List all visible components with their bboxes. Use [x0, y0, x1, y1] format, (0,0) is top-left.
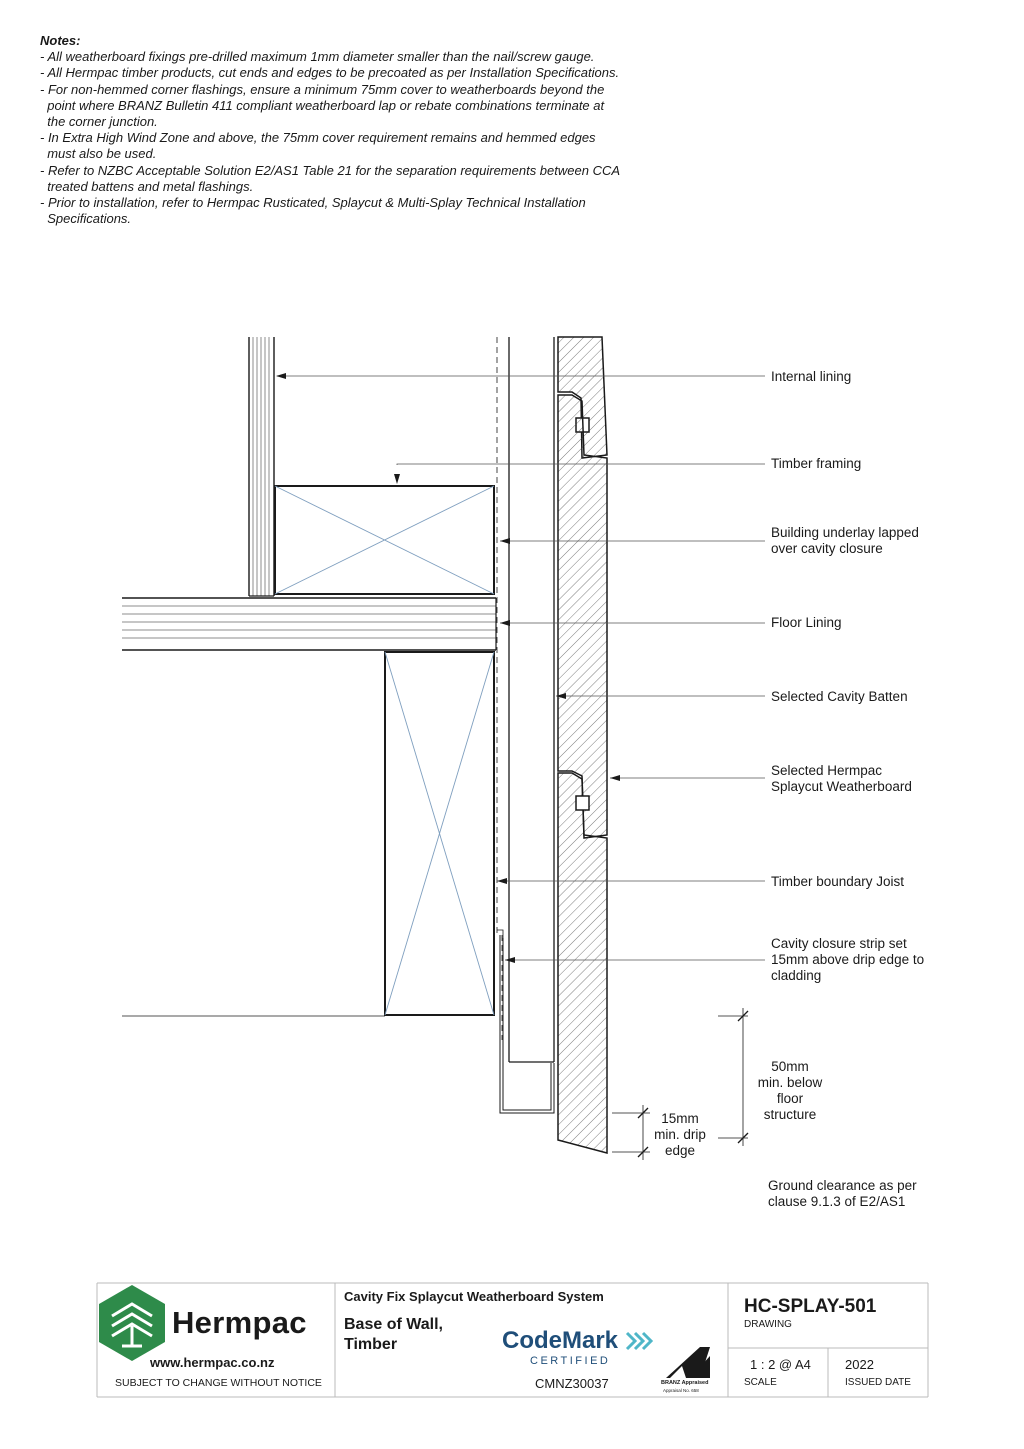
weatherboard-middle: [557, 394, 608, 839]
cavity-batten: [508, 337, 555, 1063]
branz-appraised-text: BRANZ Appraised: [661, 1380, 709, 1386]
dimension-15mm: [612, 1105, 650, 1160]
drawing-title-line2: Timber: [344, 1336, 398, 1353]
label-dim15-line1: 15mm: [661, 1111, 699, 1126]
label-boundary-joist: Timber boundary Joist: [771, 874, 904, 889]
label-closure-line2: 15mm above drip edge to: [771, 952, 924, 967]
drawing-title-line1: Base of Wall,: [344, 1316, 443, 1333]
label-closure-line1: Cavity closure strip set: [771, 936, 907, 951]
codemark-logo: CodeMark: [502, 1327, 619, 1354]
label-ground-line2: clause 9.1.3 of E2/AS1: [768, 1194, 905, 1209]
brand-name: Hermpac: [172, 1305, 307, 1340]
label-dim50-line1: 50mm: [771, 1059, 809, 1074]
drawing-number: HC-SPLAY-501: [744, 1296, 877, 1317]
note-line: the corner junction.: [40, 114, 158, 130]
note-line: - For non-hemmed corner flashings, ensur…: [40, 81, 605, 97]
notes-block: Notes: - All weatherboard fixings pre-dr…: [40, 33, 740, 227]
system-name: Cavity Fix Splaycut Weatherboard System: [344, 1289, 604, 1304]
label-dim50-line4: structure: [764, 1107, 817, 1122]
label-ground-line1: Ground clearance as per: [768, 1178, 917, 1193]
cavity-closure-strip: [499, 935, 555, 1114]
note-line: treated battens and metal flashings.: [40, 178, 254, 194]
label-dim15-line2: min. drip: [654, 1127, 706, 1142]
label-weatherboard-line2: Splaycut Weatherboard: [771, 779, 912, 794]
note-line: - Prior to installation, refer to Hermpa…: [40, 195, 586, 211]
note-line: - In Extra High Wind Zone and above, the…: [40, 130, 596, 146]
codemark-certified: CERTIFIED: [530, 1355, 611, 1367]
scale-label: SCALE: [744, 1377, 777, 1388]
hermpac-logo-icon: [99, 1285, 165, 1361]
timber-framing: [274, 485, 495, 595]
label-dim50-line3: floor: [777, 1091, 804, 1106]
issued-date-value: 2022: [845, 1357, 874, 1372]
scale-value: 1 : 2 @ A4: [750, 1357, 811, 1372]
timber-boundary-joist: [384, 651, 495, 1016]
codemark-cert-number: CMNZ30037: [535, 1376, 609, 1391]
title-block-frame: [96, 1282, 929, 1398]
note-line: Specifications.: [40, 211, 132, 227]
label-weatherboard-line1: Selected Hermpac: [771, 763, 882, 778]
note-line: must also be used.: [40, 146, 157, 162]
dimension-50mm: [718, 1008, 749, 1146]
label-dim15-line3: edge: [665, 1143, 695, 1158]
label-internal-lining: Internal lining: [771, 369, 851, 384]
website-link[interactable]: www.hermpac.co.nz: [150, 1355, 275, 1370]
disclaimer-text: SUBJECT TO CHANGE WITHOUT NOTICE: [115, 1377, 322, 1389]
label-floor-lining: Floor Lining: [771, 615, 842, 630]
branz-appraisal-number: Appraisal No. 658: [663, 1388, 699, 1393]
label-underlay-line1: Building underlay lapped: [771, 525, 919, 540]
building-underlay: [496, 337, 504, 1040]
label-timber-framing: Timber framing: [771, 456, 861, 471]
drawing-label: DRAWING: [744, 1319, 792, 1330]
leaders: [276, 373, 765, 963]
note-line: point where BRANZ Bulletin 411 compliant…: [40, 97, 605, 113]
note-line: - Refer to NZBC Acceptable Solution E2/A…: [40, 162, 621, 178]
label-cavity-batten: Selected Cavity Batten: [771, 689, 908, 704]
floor-lining: [122, 597, 497, 651]
note-line: - All Hermpac timber products, cut ends …: [40, 65, 620, 81]
notes-heading: Notes:: [40, 33, 81, 48]
fixing-nail: [575, 795, 590, 811]
issued-date-label: ISSUED DATE: [845, 1377, 911, 1388]
label-dim50-line2: min. below: [758, 1075, 823, 1090]
codemark-chevron-icon: [625, 1331, 654, 1351]
label-closure-line3: cladding: [771, 968, 821, 983]
branz-logo-icon: [666, 1347, 710, 1378]
internal-lining: [248, 337, 275, 597]
note-line: - All weatherboard fixings pre-drilled m…: [40, 49, 595, 65]
weatherboard-lower: [557, 772, 608, 1154]
label-underlay-line2: over cavity closure: [771, 541, 883, 556]
